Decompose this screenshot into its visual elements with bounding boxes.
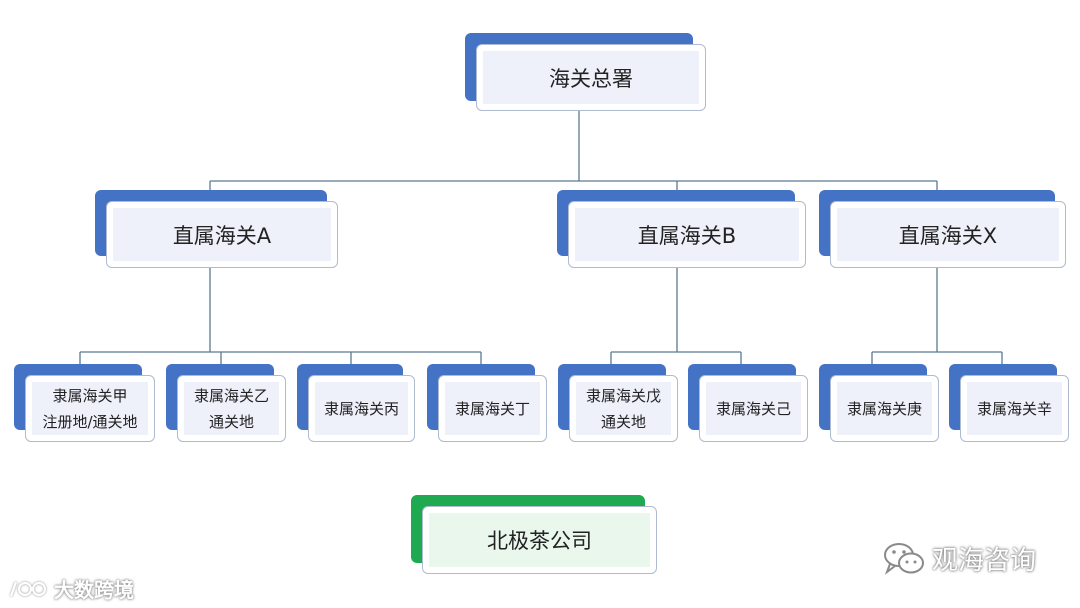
node-direct-customs-b: 直属海关B (557, 190, 809, 270)
node-ding-line1: 隶属海关丁 (454, 399, 530, 418)
node-yi-line2: 通关地 (208, 412, 254, 431)
node-direct-customs-a: 直属海关A (95, 190, 340, 270)
watermark-left-logo-icon (9, 581, 47, 596)
node-subordinate-customs-ji: 隶属海关己 (688, 364, 810, 444)
watermark-right: 观海咨询 (882, 540, 1036, 577)
node-subordinate-customs-geng: 隶属海关庚 (819, 364, 941, 444)
node-bing-line1: 隶属海关丙 (323, 399, 399, 418)
node-root-label: 海关总署 (549, 66, 633, 91)
node-root: 海关总署 (465, 33, 710, 113)
watermark-left: 大数跨境 (8, 574, 134, 603)
node-subordinate-customs-yi: 隶属海关乙 通关地 (166, 364, 288, 444)
node-subordinate-customs-wu: 隶属海关戊 通关地 (558, 364, 680, 444)
node-company: 北极茶公司 (411, 495, 659, 577)
node-wu-line2: 通关地 (600, 412, 646, 431)
wechat-icon (884, 542, 924, 575)
node-ji-line1: 隶属海关己 (715, 399, 791, 418)
watermark-right-text: 观海咨询 (932, 546, 1037, 576)
node-company-label: 北极茶公司 (487, 529, 592, 553)
node-geng-line1: 隶属海关庚 (846, 399, 922, 418)
node-subordinate-customs-bing: 隶属海关丙 (297, 364, 417, 444)
node-yi-line1: 隶属海关乙 (193, 386, 269, 405)
node-direct-customs-b-label: 直属海关B (637, 223, 737, 248)
node-jia-line2: 注册地/通关地 (42, 412, 138, 431)
node-direct-customs-x: 直属海关X (819, 190, 1069, 270)
node-subordinate-customs-xin: 隶属海关辛 (949, 364, 1071, 444)
node-subordinate-customs-ding: 隶属海关丁 (427, 364, 549, 444)
node-direct-customs-x-label: 直属海关X (898, 223, 998, 248)
node-xin-line1: 隶属海关辛 (976, 399, 1052, 418)
node-direct-customs-a-label: 直属海关A (172, 223, 272, 248)
watermark-left-text: 大数跨境 (54, 578, 134, 602)
node-wu-line1: 隶属海关戊 (585, 386, 661, 405)
node-jia-line1: 隶属海关甲 (52, 386, 128, 405)
node-subordinate-customs-jia: 隶属海关甲 注册地/通关地 (14, 364, 157, 444)
